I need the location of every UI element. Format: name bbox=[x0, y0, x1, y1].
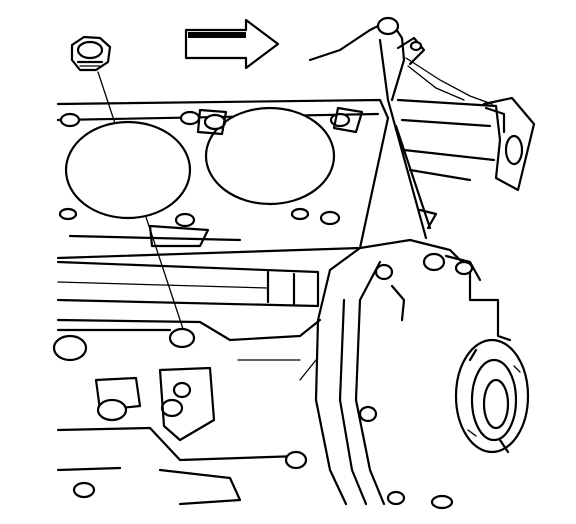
cylinder-bore bbox=[64, 120, 192, 220]
engine-block bbox=[52, 98, 390, 506]
cylinder-bore bbox=[204, 106, 336, 206]
mount-bracket bbox=[308, 16, 536, 240]
flywheel bbox=[314, 238, 530, 510]
direction-arrow-icon bbox=[184, 18, 280, 70]
hex-plug-icon bbox=[70, 35, 112, 72]
